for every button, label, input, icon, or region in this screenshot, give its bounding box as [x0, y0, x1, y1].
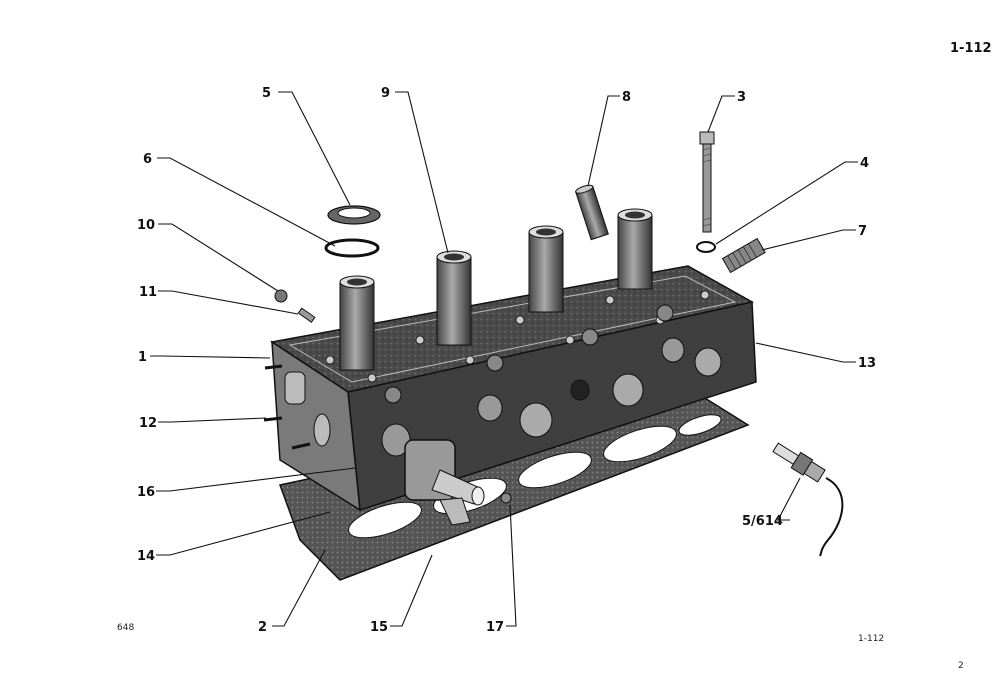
callout-10: 10	[137, 218, 155, 233]
callout-5-614: 5/614	[742, 514, 783, 529]
sleeve-8	[575, 184, 609, 241]
valve-guide-tubes	[339, 208, 653, 371]
callout-6: 6	[143, 152, 152, 167]
callout-5: 5	[262, 86, 271, 101]
nut-10	[274, 289, 288, 303]
sealing-ring-6	[324, 238, 380, 258]
footer-right-code: 1-112	[858, 634, 884, 644]
footer-left-code: 648	[117, 623, 134, 633]
stud-bolt-3	[699, 131, 715, 233]
callout-labels: 5 9 8 3 6 4 10 7 11 1 13 12 16 5/614 14 …	[137, 86, 876, 635]
callout-12: 12	[139, 416, 157, 431]
callout-17: 17	[486, 620, 504, 635]
stud-11	[297, 307, 316, 323]
page-number: 2	[958, 661, 964, 671]
callout-9: 9	[381, 86, 390, 101]
temperature-sender	[772, 442, 844, 557]
callout-13: 13	[858, 356, 876, 371]
callout-15: 15	[370, 620, 388, 635]
callout-11: 11	[139, 285, 157, 300]
callout-3: 3	[737, 90, 746, 105]
page-code-top: 1-112	[950, 41, 992, 56]
leader-lines	[150, 91, 858, 627]
callout-1: 1	[138, 350, 147, 365]
plug-17	[500, 492, 512, 504]
callout-2: 2	[258, 620, 267, 635]
threaded-sleeve-7	[721, 237, 766, 274]
callout-8: 8	[622, 90, 631, 105]
callout-4: 4	[860, 156, 869, 171]
callout-16: 16	[137, 485, 155, 500]
water-outlet-16	[404, 439, 485, 526]
sealing-ring-5	[327, 205, 381, 225]
washer-4	[696, 241, 716, 253]
callout-14: 14	[137, 549, 155, 564]
callout-7: 7	[858, 224, 867, 239]
